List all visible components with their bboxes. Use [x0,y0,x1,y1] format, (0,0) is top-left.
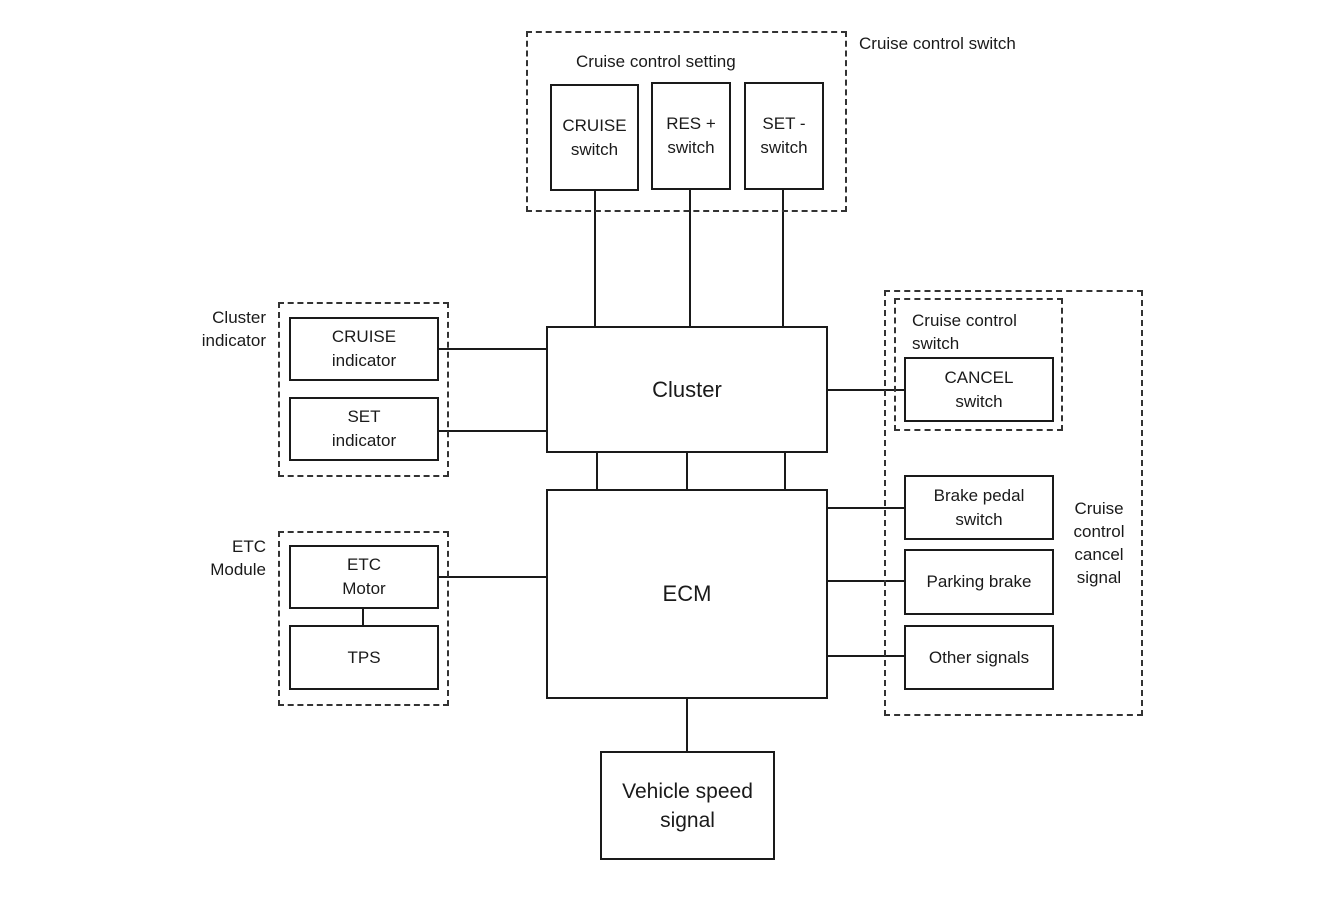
etc-module-label-line-1: ETC [232,537,266,556]
connector-cruise-switch-cluster [594,190,596,328]
cluster-label: Cluster [652,376,722,402]
parking-brake-box: Parking brake [904,549,1054,615]
cruise-control-setting-label: Cruise control setting [576,52,736,71]
cruise-control-switch-inner-label-line-2: switch [912,334,960,353]
cancel-switch-box: CANCEL switch [904,357,1054,422]
set-switch-line-1: SET - [762,114,806,133]
etc-module-label-line-2: Module [210,560,266,579]
other-signals-box: Other signals [904,625,1054,690]
set-indicator-line-2: indicator [331,431,397,450]
parking-brake-label: Parking brake [926,572,1032,591]
cruise-switch-box: CRUISE switch [550,84,639,191]
cancel-switch-line-2: switch [955,391,1003,411]
brake-pedal-switch-line-2: switch [955,509,1003,529]
cruise-indicator-line-1: CRUISE [331,327,397,346]
cruise-control-cancel-signal-label-line-2: control [1073,522,1125,541]
other-signals-label: Other signals [928,647,1030,667]
res-switch-box: RES + switch [651,82,731,190]
connector-cruise-indicator-cluster [438,348,548,350]
connector-etc-motor-tps [362,608,364,626]
res-switch-line-2: switch [667,138,715,157]
etc-module-group [278,531,449,706]
set-indicator-box: SET indicator [289,397,439,461]
connector-cluster-cancel-switch [827,389,906,391]
vehicle-speed-signal-line-1: Vehicle speed [622,779,753,803]
connector-cluster-ecm-3 [784,452,786,490]
vehicle-speed-signal-line-2: signal [660,808,715,832]
res-switch-line-1: RES + [666,114,716,133]
cruise-switch-line-1: CRUISE [562,115,627,135]
cluster-box: Cluster [546,326,828,453]
tps-label: TPS [347,647,381,667]
cluster-indicator-label: Cluster indicator [180,306,266,352]
etc-motor-line-2: Motor [342,579,386,598]
etc-motor-line-1: ETC [347,555,381,574]
set-switch-box: SET - switch [744,82,824,190]
cruise-control-switch-top-label: Cruise control switch [859,34,1016,53]
cruise-control-switch-top-group [526,31,847,212]
connector-ecm-parking-brake [827,580,906,582]
cruise-indicator-box: CRUISE indicator [289,317,439,381]
ecm-label: ECM [662,581,712,606]
vehicle-speed-signal-box: Vehicle speed signal [600,751,775,860]
etc-motor-box: ETC Motor [289,545,439,609]
etc-module-label: ETC Module [180,535,266,581]
cluster-indicator-label-line-2: indicator [201,331,266,350]
cruise-control-cancel-signal-label-line-1: Cruise [1074,499,1124,518]
connector-etc-motor-ecm [438,576,548,578]
brake-pedal-switch-line-1: Brake pedal [933,485,1025,505]
cruise-control-switch-inner-group [894,298,1063,431]
set-indicator-line-1: SET [347,407,381,426]
tps-box: TPS [289,625,439,690]
connector-set-switch-cluster [782,190,784,328]
cruise-control-cancel-signal-label: Cruise control cancel signal [1062,497,1136,589]
cruise-indicator-line-2: indicator [331,351,397,370]
connector-ecm-other-signals [827,655,906,657]
brake-pedal-switch-box: Brake pedal switch [904,475,1054,540]
connector-res-switch-cluster [689,190,691,328]
connector-set-indicator-cluster [438,430,548,432]
cruise-control-cancel-signal-group [884,290,1143,716]
cruise-control-switch-inner-label: Cruise control switch [912,309,1017,355]
cancel-switch-line-1: CANCEL [944,367,1014,387]
connector-cluster-ecm-1 [596,452,598,490]
set-switch-line-2: switch [760,138,808,157]
cruise-control-cancel-signal-label-line-3: cancel [1074,545,1124,564]
connector-cluster-ecm-2 [686,452,688,490]
cruise-control-cancel-signal-label-line-4: signal [1076,568,1122,587]
cluster-indicator-group [278,302,449,477]
cruise-control-switch-inner-label-line-1: Cruise control [912,311,1017,330]
connector-ecm-vehicle-speed-signal [686,698,688,752]
ecm-box: ECM [546,489,828,699]
cluster-indicator-label-line-1: Cluster [212,308,266,327]
cruise-switch-line-2: switch [570,139,619,159]
connector-ecm-brake-pedal-switch [827,507,906,509]
